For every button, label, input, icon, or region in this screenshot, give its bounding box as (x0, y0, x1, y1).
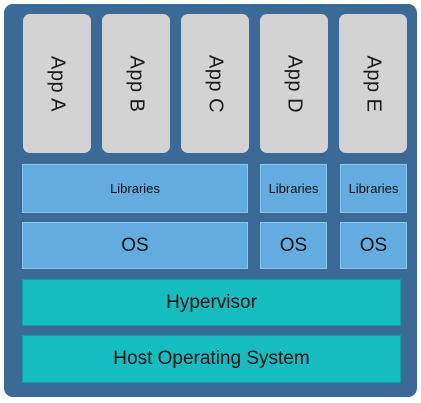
os-e-label: OS (359, 234, 388, 256)
app-a-box: App A (23, 14, 91, 153)
libraries-e-label: Libraries (348, 181, 399, 196)
host-os-label: Host Operating System (113, 348, 310, 369)
libraries-shared-box: Libraries (22, 164, 248, 213)
app-e-box: App E (339, 14, 407, 153)
host-os-layer: Host Operating System (22, 335, 401, 383)
app-b-box: App B (102, 14, 170, 153)
os-d-label: OS (279, 234, 308, 256)
hypervisor-label: Hypervisor (166, 291, 257, 313)
app-c-box: App C (181, 14, 249, 153)
app-a-label: App A (46, 55, 69, 112)
app-d-label: App D (283, 54, 306, 113)
hypervisor-layer: Hypervisor (22, 279, 401, 326)
libraries-d-box: Libraries (260, 164, 327, 213)
app-e-label: App E (362, 55, 385, 112)
os-shared-box: OS (22, 222, 248, 269)
os-shared-label: OS (121, 234, 149, 256)
libraries-e-box: Libraries (340, 164, 407, 213)
app-c-label: App C (204, 54, 227, 113)
libraries-shared-label: Libraries (110, 181, 160, 196)
libraries-d-label: Libraries (268, 181, 319, 196)
os-d-box: OS (260, 222, 327, 269)
app-b-label: App B (125, 55, 148, 112)
os-e-box: OS (340, 222, 407, 269)
app-d-box: App D (260, 14, 328, 153)
